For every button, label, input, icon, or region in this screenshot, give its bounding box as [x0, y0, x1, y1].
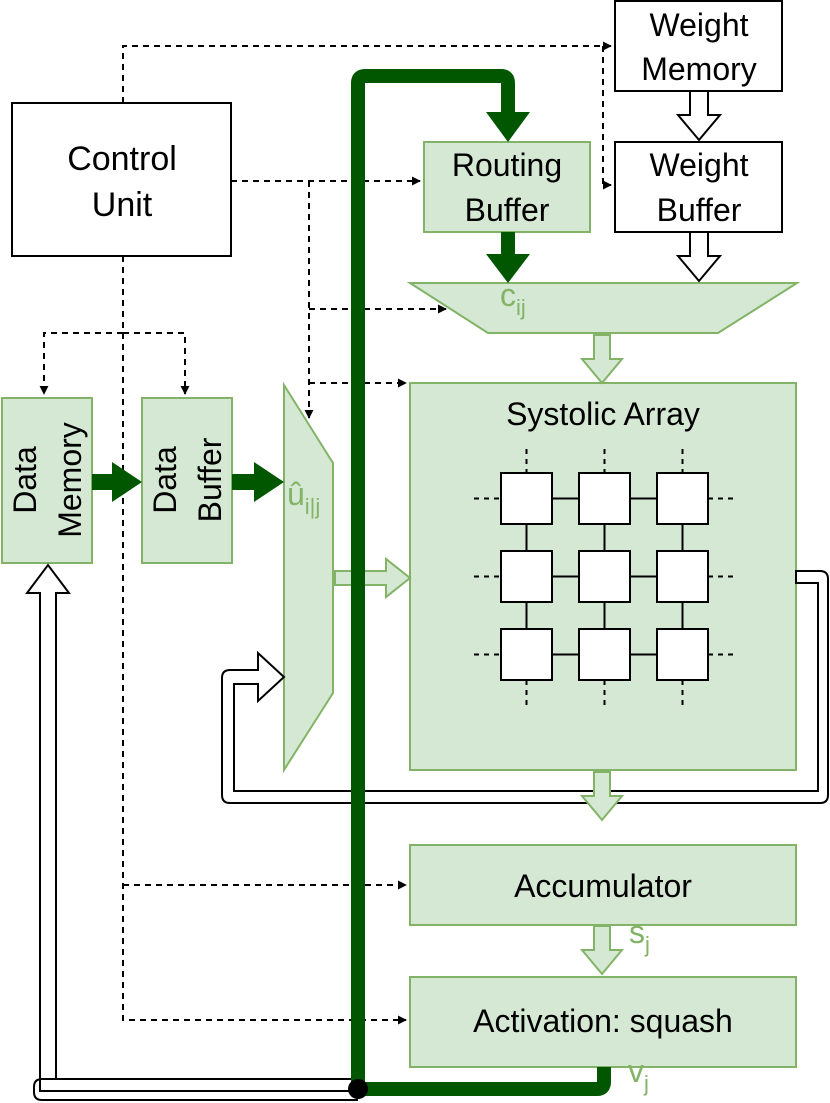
weight-buffer-to-cij-arrow [675, 231, 723, 283]
routing-buffer-label-line1: Routing [452, 147, 562, 183]
processing-element [500, 628, 553, 681]
data-buffer-label: Data Buffer [147, 437, 228, 522]
data-buffer-block [141, 397, 233, 564]
processing-element [656, 550, 709, 603]
return-to-data-memory-arrow [25, 563, 358, 1101]
activation-block [409, 976, 797, 1068]
routing-buffer-label-line2: Buffer [465, 192, 550, 228]
sj-signal-label: sj [629, 914, 650, 957]
control-unit-label-line1: Control [67, 140, 177, 178]
green-transfer-arrows [334, 334, 625, 976]
control-unit-label-line2: Unit [92, 186, 153, 224]
cij-multiplexer [406, 282, 801, 334]
weight-memory-to-buffer-arrow [675, 90, 723, 142]
data-memory-label-line2: Memory [52, 422, 88, 538]
processing-element [500, 472, 553, 525]
weight-memory-label-line1: Weight [649, 7, 748, 43]
activation-label: Activation: squash [473, 1003, 733, 1039]
uij-multiplexer [283, 381, 334, 774]
data-flow-arrows [92, 462, 284, 502]
weight-buffer-label-line1: Weight [649, 147, 748, 183]
data-memory-label-line1: Data [7, 446, 43, 514]
routing-buffer-block [423, 141, 591, 233]
data-memory-label: Data Memory [7, 422, 88, 538]
weight-memory-label-line2: Memory [641, 51, 757, 87]
weight-buffer-label-line2: Buffer [657, 192, 742, 228]
systolic-feedback-arrow [221, 570, 829, 804]
processing-element [656, 472, 709, 525]
processing-element [578, 472, 631, 525]
cij-signal-label: cij [500, 277, 526, 320]
processing-element [656, 628, 709, 681]
routing-data-bus [348, 69, 611, 1099]
data-memory-block [1, 397, 93, 564]
processing-element [578, 628, 631, 681]
data-buffer-label-line2: Buffer [192, 437, 228, 522]
processing-element [500, 550, 553, 603]
processing-element-grid [474, 449, 735, 707]
vj-signal-label: vj [628, 1053, 649, 1096]
data-buffer-label-line1: Data [147, 446, 183, 514]
systolic-array-label: Systolic Array [506, 396, 700, 432]
weight-buffer-block [614, 141, 783, 233]
uij-signal-label: ûi|j [287, 476, 320, 519]
accumulator-label: Accumulator [514, 868, 692, 904]
control-unit-block [11, 102, 232, 257]
processing-element [578, 550, 631, 603]
